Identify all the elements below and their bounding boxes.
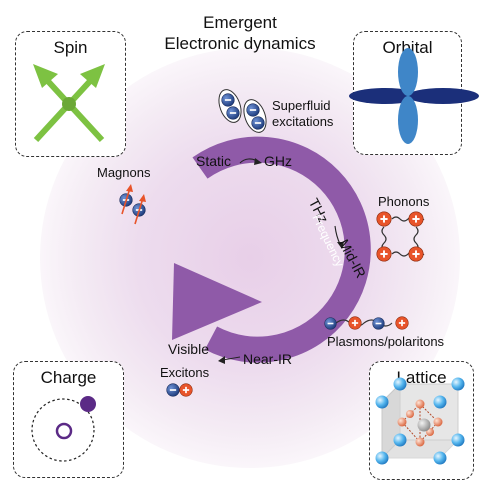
orbital-box: Orbital bbox=[353, 31, 462, 155]
label-visible: Visible bbox=[168, 341, 209, 357]
spin-box: Spin bbox=[15, 31, 126, 157]
orbital-label: Orbital bbox=[382, 38, 433, 57]
cycle-small-arrows bbox=[218, 158, 344, 364]
label-near-ir: Near-IR bbox=[243, 351, 293, 367]
label-plasmons: Plasmons/polaritons bbox=[327, 334, 445, 349]
diagram-title: Emergent Electronic dynamics bbox=[120, 12, 360, 54]
label-static: Static bbox=[196, 153, 232, 169]
title-line-1: Emergent bbox=[203, 13, 277, 32]
label-excitons: Excitons bbox=[160, 365, 210, 380]
title-line-2: Electronic dynamics bbox=[164, 34, 316, 53]
lattice-box: Lattice bbox=[369, 361, 474, 480]
label-superfluid-line-2: excitations bbox=[272, 114, 334, 129]
charge-box: Charge bbox=[13, 361, 124, 478]
spin-label: Spin bbox=[53, 38, 88, 57]
charge-label: Charge bbox=[40, 368, 97, 387]
superfluid-cooper-pairs-icon bbox=[218, 89, 267, 133]
frequency-cycle-arrow bbox=[172, 136, 371, 363]
lattice-label: Lattice bbox=[396, 368, 447, 387]
label-phonons: Phonons bbox=[378, 194, 430, 209]
plasmon-chain-icon bbox=[324, 316, 409, 330]
phonon-lattice-icon bbox=[376, 211, 425, 262]
label-ghz: GHz bbox=[264, 153, 292, 169]
label-superfluid-line-1: Superfluid bbox=[272, 98, 331, 113]
magnon-spins-icon bbox=[119, 184, 146, 225]
label-magnons: Magnons bbox=[97, 165, 151, 180]
exciton-pair-icon bbox=[166, 383, 193, 397]
